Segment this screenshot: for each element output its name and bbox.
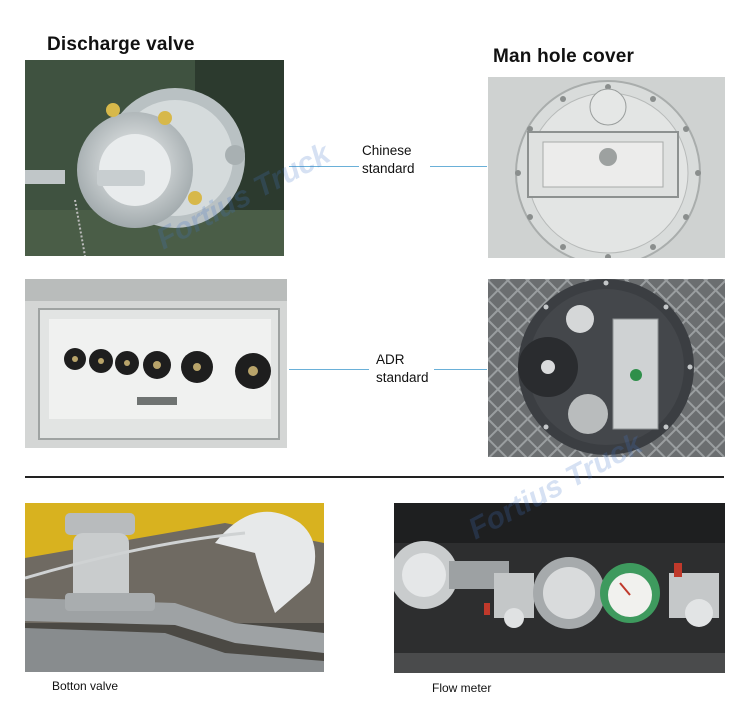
chinese-standard-label: Chinese standard: [362, 142, 415, 178]
bottom-valve-caption: Botton valve: [52, 679, 119, 693]
chinese-left-connector: [289, 166, 359, 167]
manhole-cover-adr-photo: [488, 279, 725, 457]
discharge-valve-adr-photo: [25, 279, 287, 448]
adr-standard-line2: standard: [376, 370, 429, 385]
discharge-valve-chinese-photo: [25, 60, 284, 256]
section-divider: [25, 476, 724, 478]
adr-standard-line1: ADR: [376, 352, 405, 367]
adr-right-connector: [434, 369, 487, 370]
manhole-cover-chinese-photo: [488, 77, 725, 258]
discharge-valve-heading: Discharge valve: [47, 34, 195, 55]
chinese-standard-line2: standard: [362, 161, 415, 176]
adr-left-connector: [289, 369, 369, 370]
adr-standard-label: ADR standard: [376, 351, 429, 387]
flow-meter-photo: [394, 503, 725, 673]
flow-meter-caption: Flow meter: [432, 681, 492, 695]
bottom-valve-photo: [25, 503, 324, 672]
chinese-right-connector: [430, 166, 487, 167]
man-hole-cover-heading: Man hole cover: [493, 46, 635, 67]
chinese-standard-line1: Chinese: [362, 143, 412, 158]
